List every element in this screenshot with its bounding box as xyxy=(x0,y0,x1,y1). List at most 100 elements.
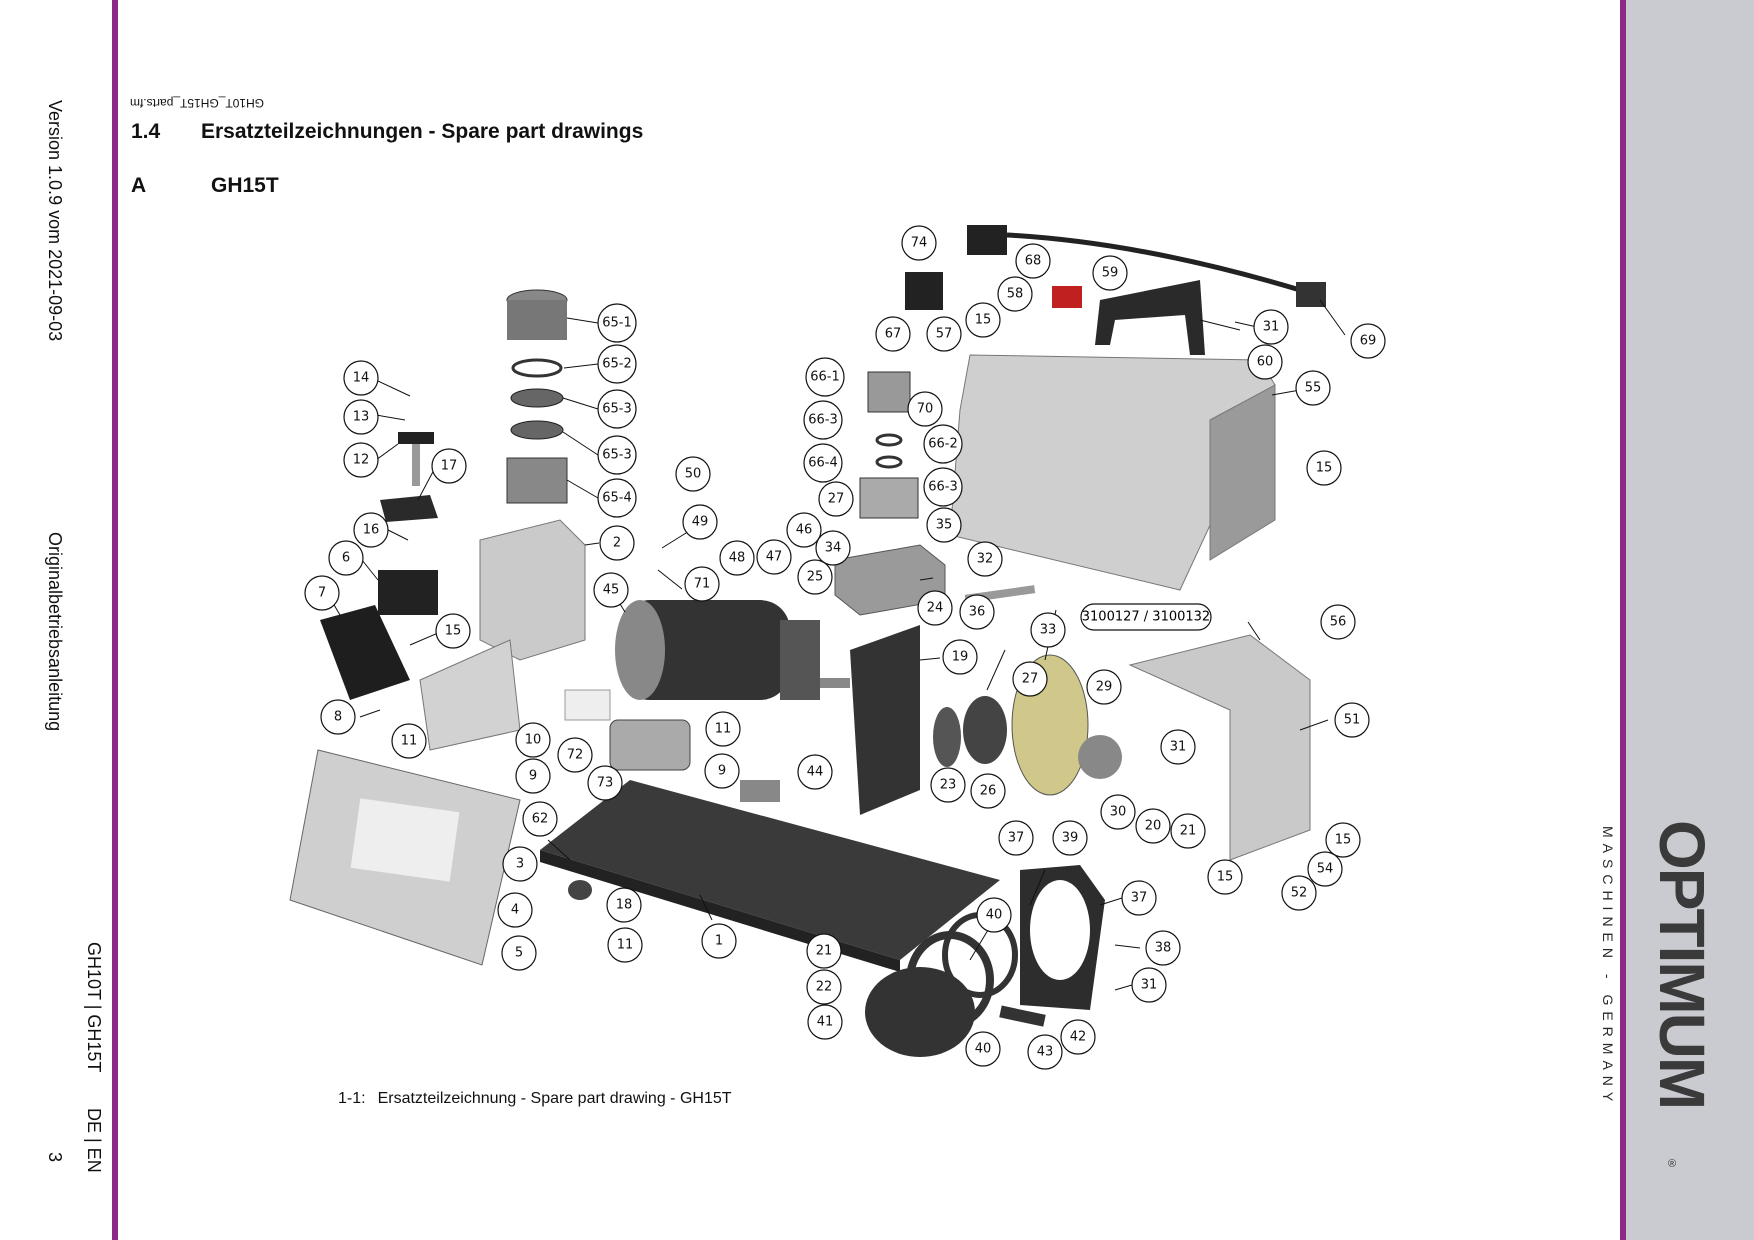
callout-11c: 11 xyxy=(705,711,741,747)
svg-text:72: 72 xyxy=(567,748,584,763)
callout-55: 55 xyxy=(1295,370,1331,406)
callout-3: 3 xyxy=(502,846,538,882)
svg-text:35: 35 xyxy=(936,518,953,533)
callout-15b: 15 xyxy=(965,302,1001,338)
svg-text:31: 31 xyxy=(1170,740,1187,755)
callout-34: 34 xyxy=(815,530,851,566)
callout-37a: 37 xyxy=(998,820,1034,856)
svg-text:15: 15 xyxy=(445,624,462,639)
svg-text:56: 56 xyxy=(1330,615,1347,630)
callout-74: 74 xyxy=(901,225,937,261)
callout-47: 47 xyxy=(756,539,792,575)
callout-42: 42 xyxy=(1060,1019,1096,1055)
svg-text:15: 15 xyxy=(1217,870,1234,885)
svg-text:22: 22 xyxy=(816,980,833,995)
figure-caption: 1-1:Ersatzteilzeichnung - Spare part dra… xyxy=(338,1090,732,1108)
callouts: 65-1 65-2 65-3 65-3 65-4 2 14 13 12 17 1… xyxy=(304,225,1386,1070)
callout-33: 33 xyxy=(1030,612,1066,648)
svg-text:1: 1 xyxy=(715,934,723,949)
svg-text:37: 37 xyxy=(1131,891,1148,906)
svg-text:12: 12 xyxy=(353,453,370,468)
callout-66-3b: 66-3 xyxy=(923,467,963,507)
callout-66-4: 66-4 xyxy=(803,443,843,483)
svg-text:9: 9 xyxy=(718,764,726,779)
callout-65-3a: 65-3 xyxy=(597,389,637,429)
callout-4: 4 xyxy=(497,892,533,928)
callout-13: 13 xyxy=(343,399,379,435)
callout-73: 73 xyxy=(587,765,623,801)
callout-69: 69 xyxy=(1350,323,1386,359)
callout-21a: 21 xyxy=(1170,813,1206,849)
svg-text:31: 31 xyxy=(1263,320,1280,335)
svg-text:16: 16 xyxy=(363,523,380,538)
language-text: DE | EN xyxy=(84,1108,104,1173)
callout-27a: 27 xyxy=(818,481,854,517)
svg-text:57: 57 xyxy=(936,327,953,342)
svg-text:23: 23 xyxy=(940,778,957,793)
svg-text:66-1: 66-1 xyxy=(810,370,840,385)
svg-text:29: 29 xyxy=(1096,680,1113,695)
callout-11b: 11 xyxy=(607,927,643,963)
svg-text:39: 39 xyxy=(1062,831,1079,846)
svg-text:11: 11 xyxy=(617,938,634,953)
callout-9b: 9 xyxy=(704,753,740,789)
svg-text:3: 3 xyxy=(516,857,524,872)
callout-43: 43 xyxy=(1027,1034,1063,1070)
svg-text:5: 5 xyxy=(515,946,523,961)
callout-8: 8 xyxy=(320,699,356,735)
svg-text:33: 33 xyxy=(1040,623,1057,638)
callout-46: 46 xyxy=(786,512,822,548)
svg-text:43: 43 xyxy=(1037,1045,1054,1060)
callout-29: 29 xyxy=(1086,669,1122,705)
callout-50: 50 xyxy=(675,456,711,492)
svg-text:40: 40 xyxy=(986,908,1003,923)
callout-60: 60 xyxy=(1247,344,1283,380)
svg-text:6: 6 xyxy=(342,551,350,566)
svg-text:67: 67 xyxy=(885,327,902,342)
callout-2: 2 xyxy=(599,525,635,561)
svg-text:70: 70 xyxy=(917,402,934,417)
manual-title: Originalbetriebsanleitung xyxy=(45,532,65,732)
callout-15c: 15 xyxy=(1306,450,1342,486)
svg-text:7: 7 xyxy=(318,586,326,601)
svg-text:8: 8 xyxy=(334,710,342,725)
svg-text:47: 47 xyxy=(766,550,783,565)
svg-text:27: 27 xyxy=(1022,672,1039,687)
svg-text:9: 9 xyxy=(529,769,537,784)
svg-text:46: 46 xyxy=(796,523,813,538)
svg-text:54: 54 xyxy=(1317,862,1334,877)
callout-37b: 37 xyxy=(1121,880,1157,916)
callout-14: 14 xyxy=(343,360,379,396)
callout-41: 41 xyxy=(807,1004,843,1040)
callout-48: 48 xyxy=(719,540,755,576)
svg-text:66-2: 66-2 xyxy=(928,437,958,452)
callout-15a: 15 xyxy=(435,613,471,649)
svg-text:34: 34 xyxy=(825,541,842,556)
svg-text:31: 31 xyxy=(1141,978,1158,993)
callout-15d: 15 xyxy=(1325,822,1361,858)
callout-71: 71 xyxy=(684,566,720,602)
callout-27b: 27 xyxy=(1012,661,1048,697)
callout-49: 49 xyxy=(682,504,718,540)
callout-7: 7 xyxy=(304,575,340,611)
callout-44: 44 xyxy=(797,754,833,790)
svg-text:30: 30 xyxy=(1110,805,1127,820)
spare-part-drawing: 65-1 65-2 65-3 65-3 65-4 2 14 13 12 17 1… xyxy=(289,225,1386,1070)
callout-70: 70 xyxy=(907,391,943,427)
callout-17: 17 xyxy=(431,448,467,484)
svg-text:26: 26 xyxy=(980,784,997,799)
callout-31b: 31 xyxy=(1160,729,1196,765)
callout-51: 51 xyxy=(1334,702,1370,738)
callout-6: 6 xyxy=(328,540,364,576)
callout-18: 18 xyxy=(606,887,642,923)
svg-text:2: 2 xyxy=(613,536,621,551)
callout-72: 72 xyxy=(557,737,593,773)
svg-text:50: 50 xyxy=(685,467,702,482)
svg-text:69: 69 xyxy=(1360,334,1377,349)
callout-31a: 31 xyxy=(1253,309,1289,345)
svg-text:21: 21 xyxy=(1180,824,1197,839)
callout-65-3b: 65-3 xyxy=(597,435,637,475)
brand-tagline: MASCHINEN - GERMANY xyxy=(1600,826,1616,1108)
svg-text:65-3: 65-3 xyxy=(602,402,632,417)
